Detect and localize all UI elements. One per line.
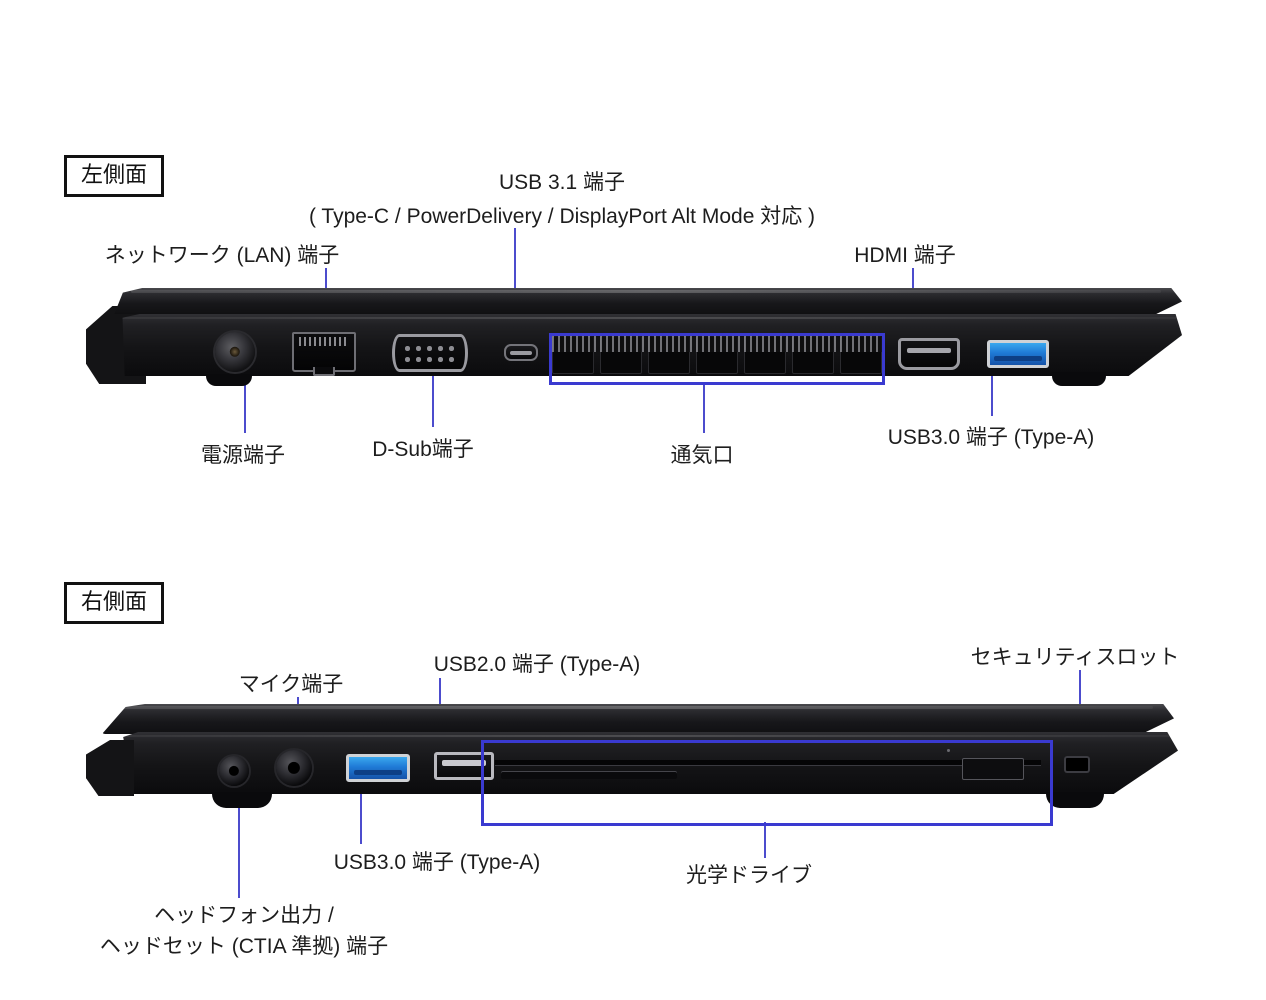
optical-drive [484, 742, 1052, 794]
leader-dsub [432, 375, 434, 427]
port-microphone-jack [276, 750, 312, 786]
leader-optical-drive [764, 822, 766, 858]
chassis-foot-left [212, 792, 272, 808]
leader-dc-jack [244, 375, 246, 433]
optical-drive-emergency-eject-hole [946, 749, 950, 753]
label-hdmi: HDMI 端子 [854, 244, 956, 267]
chassis-foot-right [1046, 792, 1104, 808]
optical-drive-eject-button[interactable] [961, 757, 1024, 780]
label-optical-drive: 光学ドライブ [686, 864, 812, 887]
label-headphone-line1: ヘッドフォン出力 / [154, 904, 334, 927]
port-usb30-type-a [987, 340, 1049, 368]
label-usb31-detail: ( Type-C / PowerDelivery / DisplayPort A… [308, 205, 816, 228]
label-dsub: D-Sub端子 [372, 438, 474, 461]
optical-drive-slot [495, 759, 1041, 765]
label-usb30-type-a-left: USB3.0 端子 (Type-A) [887, 426, 1095, 449]
port-usb20-type-a [434, 752, 494, 780]
port-headphone-headset-jack [219, 756, 249, 786]
port-usb30-type-a [346, 754, 410, 782]
label-dc-jack: 電源端子 [201, 444, 285, 467]
section-title-right-side: 右側面 [64, 582, 165, 625]
vent-upper-mesh [552, 336, 882, 352]
port-hdmi [898, 338, 960, 370]
port-security-lock-slot [1064, 756, 1090, 773]
port-lan-rj45 [292, 332, 356, 376]
port-usb-c [504, 344, 538, 361]
vent-grille [552, 336, 882, 374]
highlight-optical-drive [481, 740, 1053, 826]
lan-pin-contacts [298, 336, 350, 347]
vga-pin-holes [401, 342, 459, 364]
chassis-lid [102, 704, 1174, 734]
label-usb30-type-a-right: USB3.0 端子 (Type-A) [333, 851, 541, 874]
chassis-foot-right [1052, 372, 1106, 386]
optical-drive-tray-edge [501, 771, 678, 780]
port-dc-power [215, 332, 255, 372]
leader-vent [703, 385, 705, 433]
label-headphone-line2: ヘッドセット (CTIA 準拠) 端子 [99, 935, 389, 958]
label-security-slot: セキュリティスロット [970, 646, 1180, 669]
highlight-vent [549, 333, 885, 385]
leader-usb31 [514, 228, 516, 344]
section-title-left-side: 左側面 [64, 155, 165, 198]
chassis-left-nose [86, 740, 134, 796]
chassis-foot-left [206, 374, 252, 386]
label-lan: ネットワーク (LAN) 端子 [104, 244, 340, 267]
port-dsub-vga [392, 334, 468, 372]
leader-usb30-left [991, 366, 993, 416]
leader-headphone [238, 790, 240, 898]
chassis-lid [114, 288, 1182, 314]
label-usb31: USB 3.1 端子 [498, 171, 626, 194]
label-usb20-type-a: USB2.0 端子 (Type-A) [433, 653, 641, 676]
label-vent: 通気口 [670, 444, 734, 467]
leader-usb30-right [360, 790, 362, 844]
label-mic: マイク端子 [238, 673, 344, 696]
laptop-left-side-view [86, 288, 1186, 400]
